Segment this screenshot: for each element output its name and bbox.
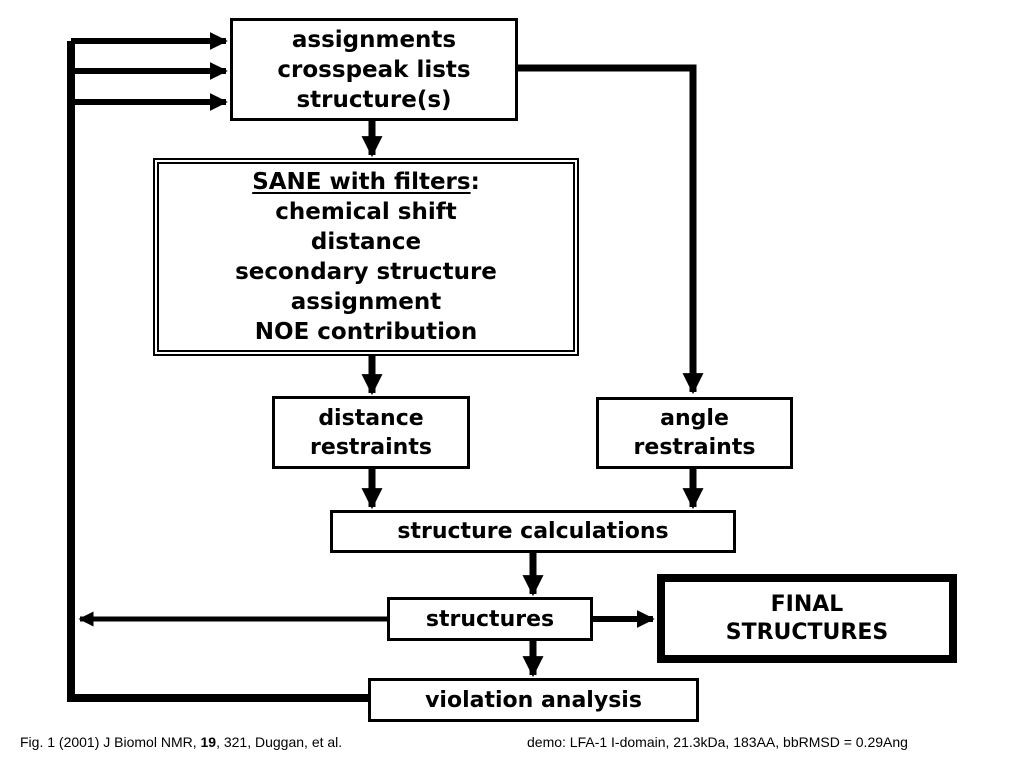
calc-label: structure calculations xyxy=(397,519,669,544)
sane-filter-chemical-shift: chemical shift xyxy=(275,199,457,225)
sane-header: SANE with filters: xyxy=(252,167,480,197)
demo-note: demo: LFA-1 I-domain, 21.3kDa, 183AA, bb… xyxy=(527,734,908,750)
arrow-input-to-angle xyxy=(518,64,704,395)
input-line-crosspeak-lists: crosspeak lists xyxy=(277,56,471,83)
structures-box: structures xyxy=(387,597,593,641)
final-line-2: STRUCTURES xyxy=(725,619,889,645)
sane-filter-secondary-structure: secondary structure xyxy=(235,259,497,285)
sane-filter-noe-contribution: NOE contribution xyxy=(254,319,478,345)
angle-line-2: restraints xyxy=(633,435,756,460)
citation-volume: 19 xyxy=(200,734,217,750)
structures-label: structures xyxy=(425,606,555,632)
citation-suffix: , 321, Duggan, et al. xyxy=(216,734,343,750)
final-line-1: FINAL xyxy=(770,591,844,617)
angle-restraints-box: angle restraints xyxy=(596,397,793,469)
figure-citation: Fig. 1 (2001) J Biomol NMR, 19, 321, Dug… xyxy=(20,734,342,750)
distance-restraints-box: distance restraints xyxy=(272,396,470,469)
violation-analysis-box: violation analysis xyxy=(368,678,699,722)
input-line-assignments: assignments xyxy=(291,26,457,53)
final-structures-box: FINAL STRUCTURES xyxy=(657,574,957,663)
citation-prefix: Fig. 1 (2001) J Biomol NMR, xyxy=(20,734,201,750)
distance-line-2: restraints xyxy=(310,434,432,460)
sane-filter-assignment: assignment xyxy=(290,289,442,315)
sane-filters-box: SANE with filters: chemical shift distan… xyxy=(153,158,579,356)
sane-filter-distance: distance xyxy=(310,229,422,255)
input-box: assignments crosspeak lists structure(s) xyxy=(230,18,518,121)
sane-header-text: SANE with filters xyxy=(252,169,471,195)
feedback-loop-line xyxy=(67,41,368,702)
structure-calculations-box: structure calculations xyxy=(330,510,736,553)
input-line-structures: structure(s) xyxy=(296,86,452,113)
distance-line-1: distance xyxy=(318,405,424,431)
angle-line-1: angle xyxy=(660,406,729,431)
sane-header-colon: : xyxy=(470,169,480,195)
violation-label: violation analysis xyxy=(425,687,642,713)
